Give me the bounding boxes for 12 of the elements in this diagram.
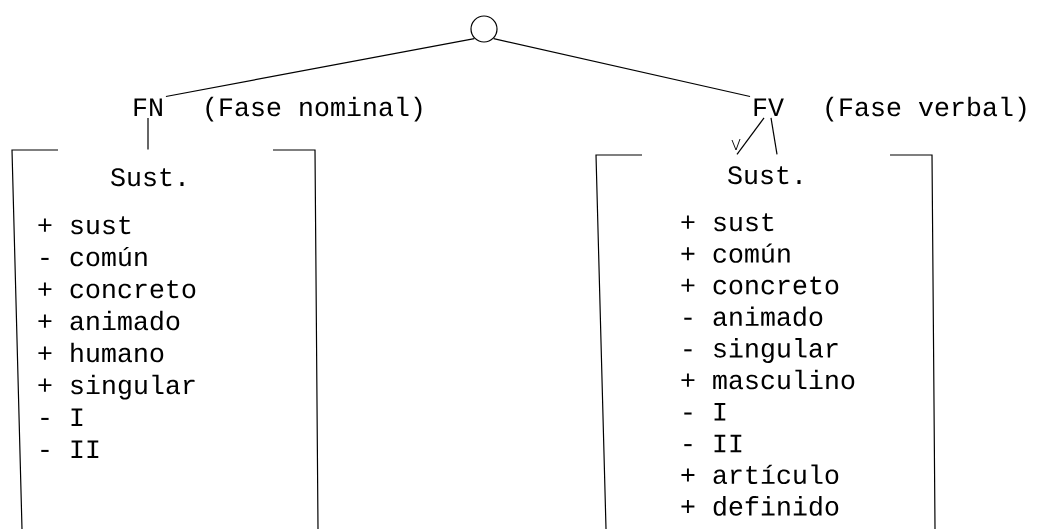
circle-node (470, 15, 498, 43)
branch-line (147, 117, 149, 150)
phrase-label: FV (754, 98, 784, 116)
feature-bracket: Sust. + sust + común + concreto - animado - singular + masculino - I - II + artículo + definido (595, 154, 936, 529)
branch-line (770, 117, 778, 155)
branch-line (493, 38, 751, 98)
branch-line (736, 117, 765, 155)
phrase-description: (Fase nominal) (206, 96, 422, 122)
phrase-label: FN (134, 98, 162, 116)
branch-line (165, 38, 475, 98)
phrase-description: (Fase verbal) (826, 96, 1026, 122)
feature-bracket: Sust. + sust - común + concreto + animado + humano + singular - I - II (11, 149, 319, 529)
